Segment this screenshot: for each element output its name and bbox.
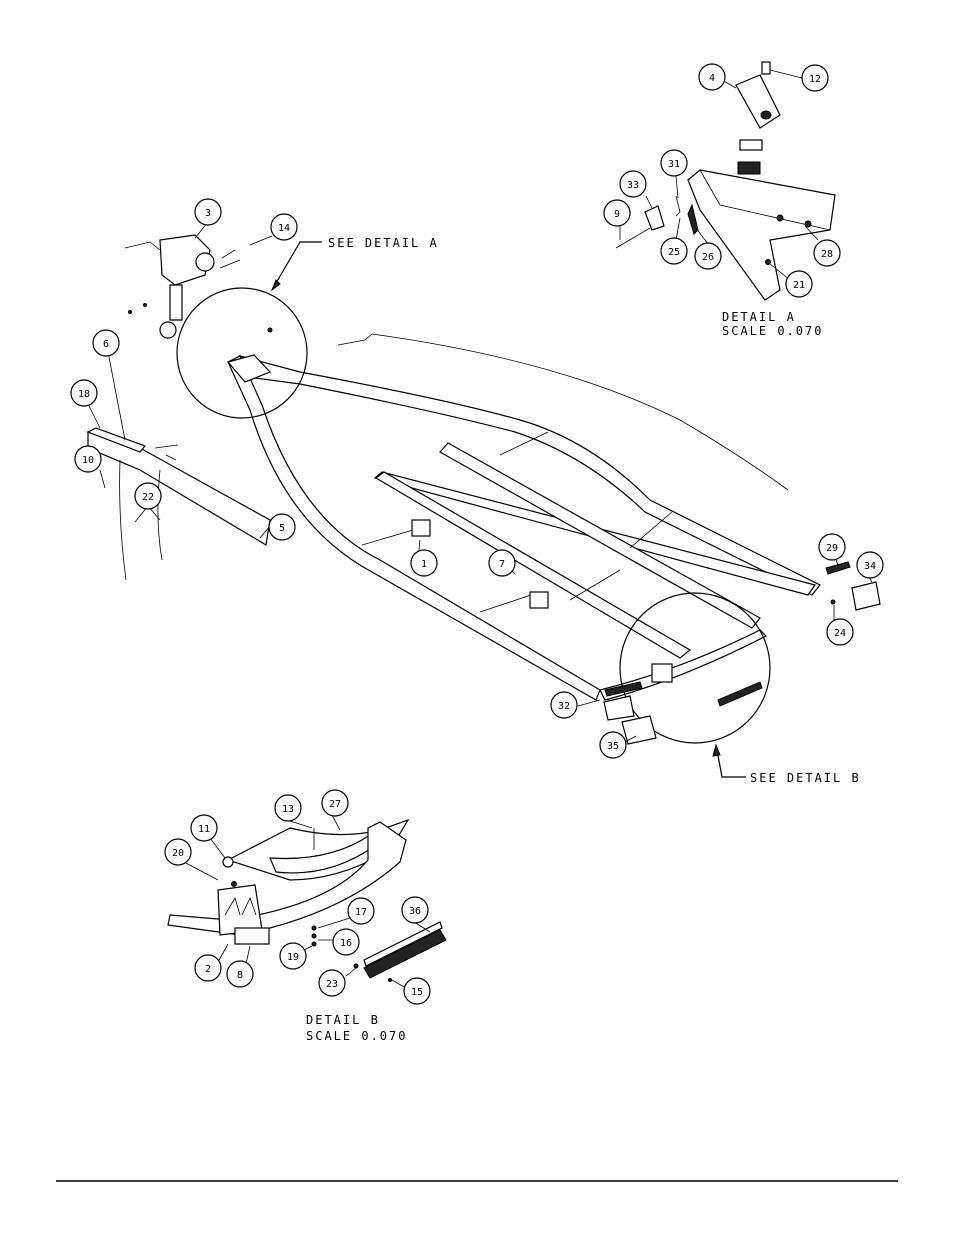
svg-text:9: 9 [614, 209, 620, 220]
see-detail-a-label: SEE DETAIL A [328, 236, 439, 250]
callout-c19: 19 [279, 942, 307, 970]
callout-c18: 18 [70, 379, 98, 407]
svg-text:29: 29 [826, 543, 838, 554]
svg-text:24: 24 [834, 628, 846, 639]
svg-text:32: 32 [558, 701, 570, 712]
callout-c32: 32 [550, 691, 578, 719]
svg-text:10: 10 [82, 455, 94, 466]
callout-c31: 31 [660, 149, 688, 177]
svg-text:4: 4 [709, 73, 715, 84]
callout-c34: 34 [856, 551, 884, 579]
callout-c3: 3 [194, 198, 222, 226]
svg-text:15: 15 [411, 987, 423, 998]
svg-text:34: 34 [864, 561, 876, 572]
svg-text:35: 35 [607, 741, 619, 752]
callout-c1: 1 [410, 549, 438, 577]
svg-text:2: 2 [205, 964, 211, 975]
detail-a-circle [176, 287, 308, 419]
detail-b-leaders [183, 814, 431, 989]
svg-text:17: 17 [355, 907, 367, 918]
callout-c27: 27 [321, 789, 349, 817]
detail-a-title: DETAIL A [722, 310, 796, 324]
rear-lights [603, 561, 881, 745]
callout-c14: 14 [270, 213, 298, 241]
svg-text:33: 33 [627, 180, 639, 191]
see-detail-b-leader [715, 744, 746, 778]
svg-text:25: 25 [668, 247, 680, 258]
svg-text:7: 7 [499, 559, 505, 570]
see-detail-a-leader [271, 241, 322, 291]
callout-c25: 25 [660, 237, 688, 265]
callout-c9: 9 [603, 199, 631, 227]
svg-text:5: 5 [279, 523, 285, 534]
svg-text:12: 12 [809, 74, 821, 85]
callout-c26: 26 [694, 242, 722, 270]
svg-text:31: 31 [668, 159, 680, 170]
callout-c21: 21 [785, 270, 813, 298]
svg-text:23: 23 [326, 979, 338, 990]
svg-text:6: 6 [103, 339, 109, 350]
trailer-frame [226, 327, 821, 701]
callout-c12: 12 [801, 64, 829, 92]
svg-text:22: 22 [142, 492, 154, 503]
callout-c10: 10 [74, 445, 102, 473]
callout-c8: 8 [226, 960, 254, 988]
tongue-assembly [86, 427, 271, 581]
callout-c35: 35 [599, 731, 627, 759]
svg-text:3: 3 [205, 208, 211, 219]
see-detail-b-label: SEE DETAIL B [750, 771, 861, 785]
callout-c23: 23 [318, 969, 346, 997]
detail-a-leaders [619, 69, 819, 281]
svg-text:18: 18 [78, 389, 90, 400]
svg-text:16: 16 [340, 938, 352, 949]
svg-text:36: 36 [409, 906, 421, 917]
svg-text:11: 11 [198, 824, 210, 835]
callout-c13: 13 [274, 794, 302, 822]
svg-text:1: 1 [421, 559, 427, 570]
callout-c29: 29 [818, 533, 846, 561]
callout-c15: 15 [403, 977, 431, 1005]
svg-text:19: 19 [287, 952, 299, 963]
callout-c36: 36 [401, 896, 429, 924]
detail-a-drawing [615, 61, 836, 301]
callout-c7: 7 [488, 549, 516, 577]
callout-c2: 2 [194, 954, 222, 982]
callout-c24: 24 [826, 618, 854, 646]
callout-c17: 17 [347, 897, 375, 925]
detail-b-drawing [167, 818, 447, 982]
callout-c22: 22 [134, 482, 162, 510]
callout-c20: 20 [164, 838, 192, 866]
detail-b-circle [619, 592, 771, 744]
callout-c6: 6 [92, 329, 120, 357]
svg-text:26: 26 [702, 252, 714, 263]
callout-c28: 28 [813, 239, 841, 267]
detail-b-title: DETAIL B [306, 1013, 380, 1027]
detail-b-scale: SCALE 0.070 [306, 1029, 407, 1043]
callout-c16: 16 [332, 928, 360, 956]
callout-c5: 5 [268, 513, 296, 541]
svg-text:13: 13 [282, 804, 294, 815]
svg-text:14: 14 [278, 223, 290, 234]
svg-text:27: 27 [329, 799, 341, 810]
svg-text:21: 21 [793, 280, 805, 291]
svg-text:8: 8 [237, 970, 243, 981]
winch-assembly [124, 234, 241, 339]
callout-c4: 4 [698, 63, 726, 91]
callout-c11: 11 [190, 814, 218, 842]
callout-c33: 33 [619, 170, 647, 198]
detail-a-scale: SCALE 0.070 [722, 324, 823, 338]
svg-text:20: 20 [172, 848, 184, 859]
main-leaders [87, 221, 873, 743]
svg-text:28: 28 [821, 249, 833, 260]
